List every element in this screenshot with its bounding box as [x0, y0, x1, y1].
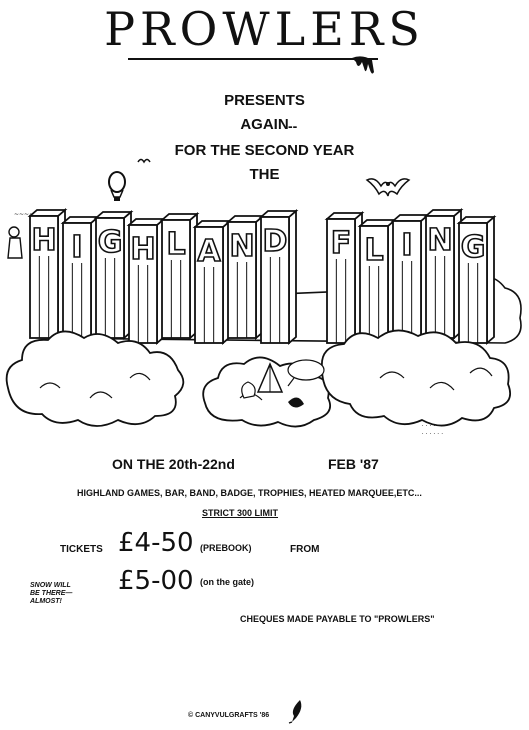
attendance-limit: STRICT 300 LIMIT	[202, 508, 279, 518]
feather-icon	[288, 700, 302, 724]
again-text: AGAIN	[240, 116, 289, 133]
again-mark: --	[288, 118, 298, 134]
bat-icon	[365, 178, 411, 197]
tickets-label: TICKETS	[60, 544, 103, 555]
event-month: FEB '87	[328, 456, 379, 472]
banner-letter-slab: F	[324, 211, 365, 345]
the-text: THE	[249, 166, 280, 183]
banner-letter-slab: G	[456, 215, 497, 345]
banner-letter: A	[197, 234, 221, 269]
snow-side-note: SNOW WILL BE THERE— ALMOST!	[30, 582, 73, 605]
banner-letter-slab: N	[423, 208, 464, 340]
copyright-text: © CANYVULGRAFTS '86	[188, 712, 270, 719]
banner-letter-slab: I	[60, 215, 101, 345]
second-year-text: FOR THE SECOND YEAR	[174, 142, 355, 159]
banner-letter-slab: D	[258, 209, 299, 345]
banner-letter-slab: G	[93, 210, 134, 340]
prebook-price: £4-50	[118, 528, 194, 558]
event-dates: ON THE 20th-22nd	[112, 456, 235, 472]
banner-letter: I	[71, 230, 82, 265]
prebook-note: (PREBOOK)	[200, 543, 252, 553]
banner-letter: N	[427, 223, 452, 258]
banner-letter: H	[130, 232, 155, 267]
banner-letter: H	[31, 223, 56, 258]
banner-letter: F	[331, 226, 352, 261]
banner-letter-slab: L	[159, 212, 200, 340]
from-text: FROM	[290, 544, 320, 555]
banner-letter: G	[461, 230, 486, 265]
svg-text:~~~~: ~~~~	[14, 211, 34, 218]
gate-note: (on the gate)	[200, 577, 254, 587]
gate-price: £5-00	[118, 566, 194, 596]
event-features: HIGHLAND GAMES, BAR, BAND, BADGE, TROPHI…	[77, 488, 422, 498]
banner-letter: N	[229, 229, 254, 264]
banner-letter-slab: N	[225, 214, 266, 340]
banner-letter-slab: H	[27, 208, 68, 340]
banner-letter-slab: A	[192, 219, 233, 345]
banner-letter: L	[364, 233, 383, 268]
hot-air-balloon-icon	[108, 171, 126, 201]
bird-icon	[137, 158, 151, 164]
cartoon-caption: . . . . . .. . . . . .	[422, 421, 444, 436]
banner-letter: L	[166, 227, 185, 262]
tent-icon	[241, 359, 325, 408]
presents-text: PRESENTS	[224, 92, 305, 109]
banner-letter-slab: L	[357, 218, 398, 340]
banner-letter: G	[98, 225, 123, 260]
title-underline	[128, 58, 378, 60]
cheques-text: CHEQUES MADE PAYABLE TO "PROWLERS"	[240, 614, 435, 624]
banner-letter-slab: H	[126, 217, 167, 345]
banner-letter-slab: I	[390, 213, 431, 345]
banner-letter: D	[263, 224, 288, 259]
drip-decoration	[352, 56, 374, 74]
banner-letter: I	[401, 228, 412, 263]
page-title: PROWLERS	[104, 2, 425, 56]
